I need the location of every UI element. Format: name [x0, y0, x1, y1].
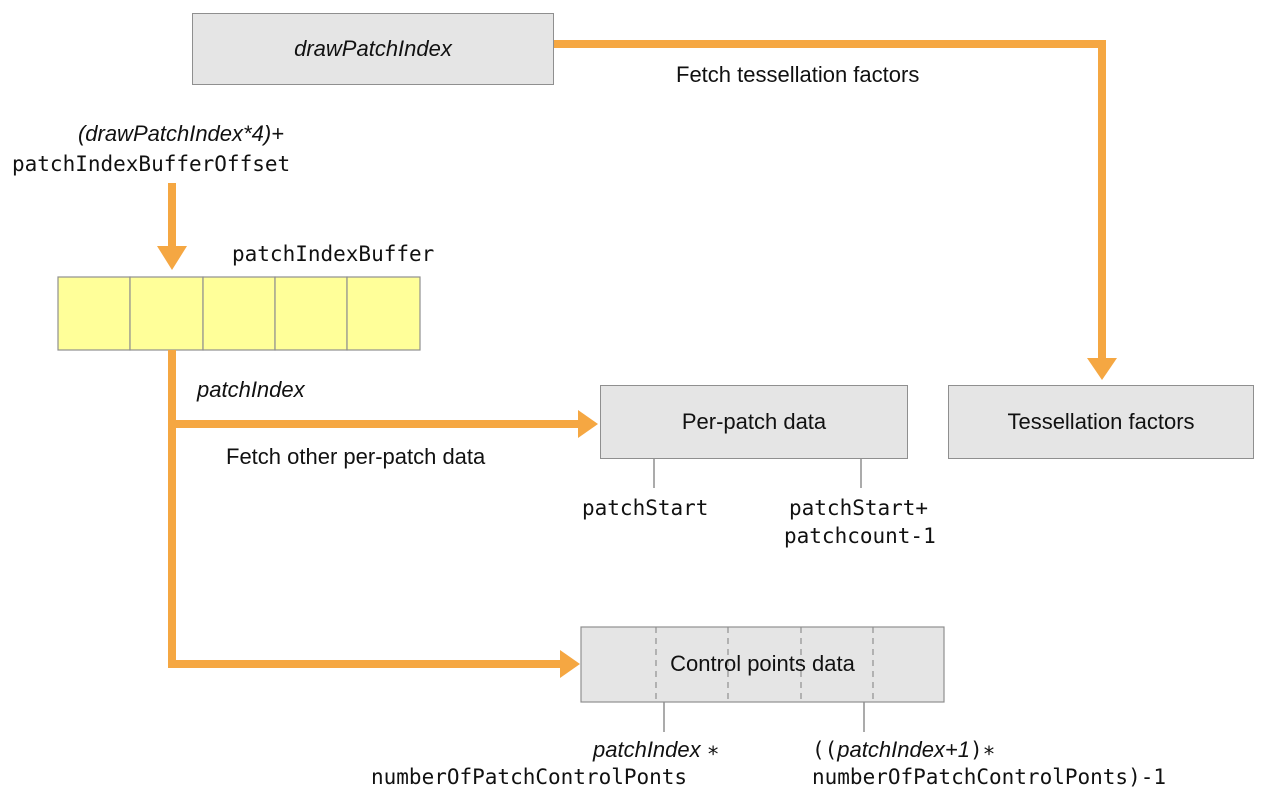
cp-start-italic: patchIndex — [593, 737, 701, 762]
per-patch-data-box: Per-patch data — [600, 385, 908, 459]
tessellation-factors-box: Tessellation factors — [948, 385, 1254, 459]
patch-index-label: patchIndex — [197, 377, 305, 402]
control-points-data-label: Control points data — [670, 651, 855, 676]
buffer-cell — [346, 276, 421, 351]
arrowhead-tessellation — [1087, 358, 1117, 380]
cp-end-suffix: )∗ — [970, 738, 996, 762]
buffer-cell — [202, 276, 276, 351]
cp-start-line2: numberOfPatchControlPonts — [371, 765, 688, 789]
fetch-other-label: Fetch other per-patch data — [226, 444, 486, 469]
buffer-cell — [129, 276, 204, 351]
fetch-tessellation-label: Fetch tessellation factors — [676, 62, 920, 87]
draw-patch-index-box: drawPatchIndex — [192, 13, 554, 85]
cp-end-line1: ((patchIndex+1)∗ — [812, 737, 995, 763]
patch-end-line2: patchcount-1 — [784, 524, 936, 548]
control-points-box-frame — [580, 626, 945, 703]
cp-end-line2: numberOfPatchControlPonts)-1 — [812, 765, 1167, 789]
buffer-cell — [274, 276, 348, 351]
arrow-control-points-path — [168, 350, 560, 668]
arrowhead-offset — [157, 246, 187, 270]
arrowheads — [157, 246, 1117, 678]
control-points-dividers — [655, 627, 874, 702]
offset-expression-line2: patchIndexBufferOffset — [12, 152, 291, 176]
cp-start-op: ∗ — [706, 738, 720, 762]
tick-marks — [653, 458, 865, 732]
arrow-tessellation-path — [554, 40, 1106, 358]
cp-end-italic: patchIndex+1 — [837, 737, 971, 762]
arrowhead-control-points — [560, 650, 580, 678]
patch-index-buffer-label: patchIndexBuffer — [232, 242, 435, 266]
arrowhead-per-patch — [578, 410, 598, 438]
patch-end-line1: patchStart+ — [789, 496, 929, 520]
cp-start-line1: patchIndex ∗ — [593, 737, 719, 763]
offset-expression-line1: (drawPatchIndex*4)+ — [77, 121, 284, 146]
cp-end-prefix: (( — [812, 738, 838, 762]
patch-start-label: patchStart — [582, 496, 709, 520]
buffer-cell — [57, 276, 131, 351]
arrows — [168, 40, 1106, 668]
patch-index-buffer — [57, 276, 421, 351]
